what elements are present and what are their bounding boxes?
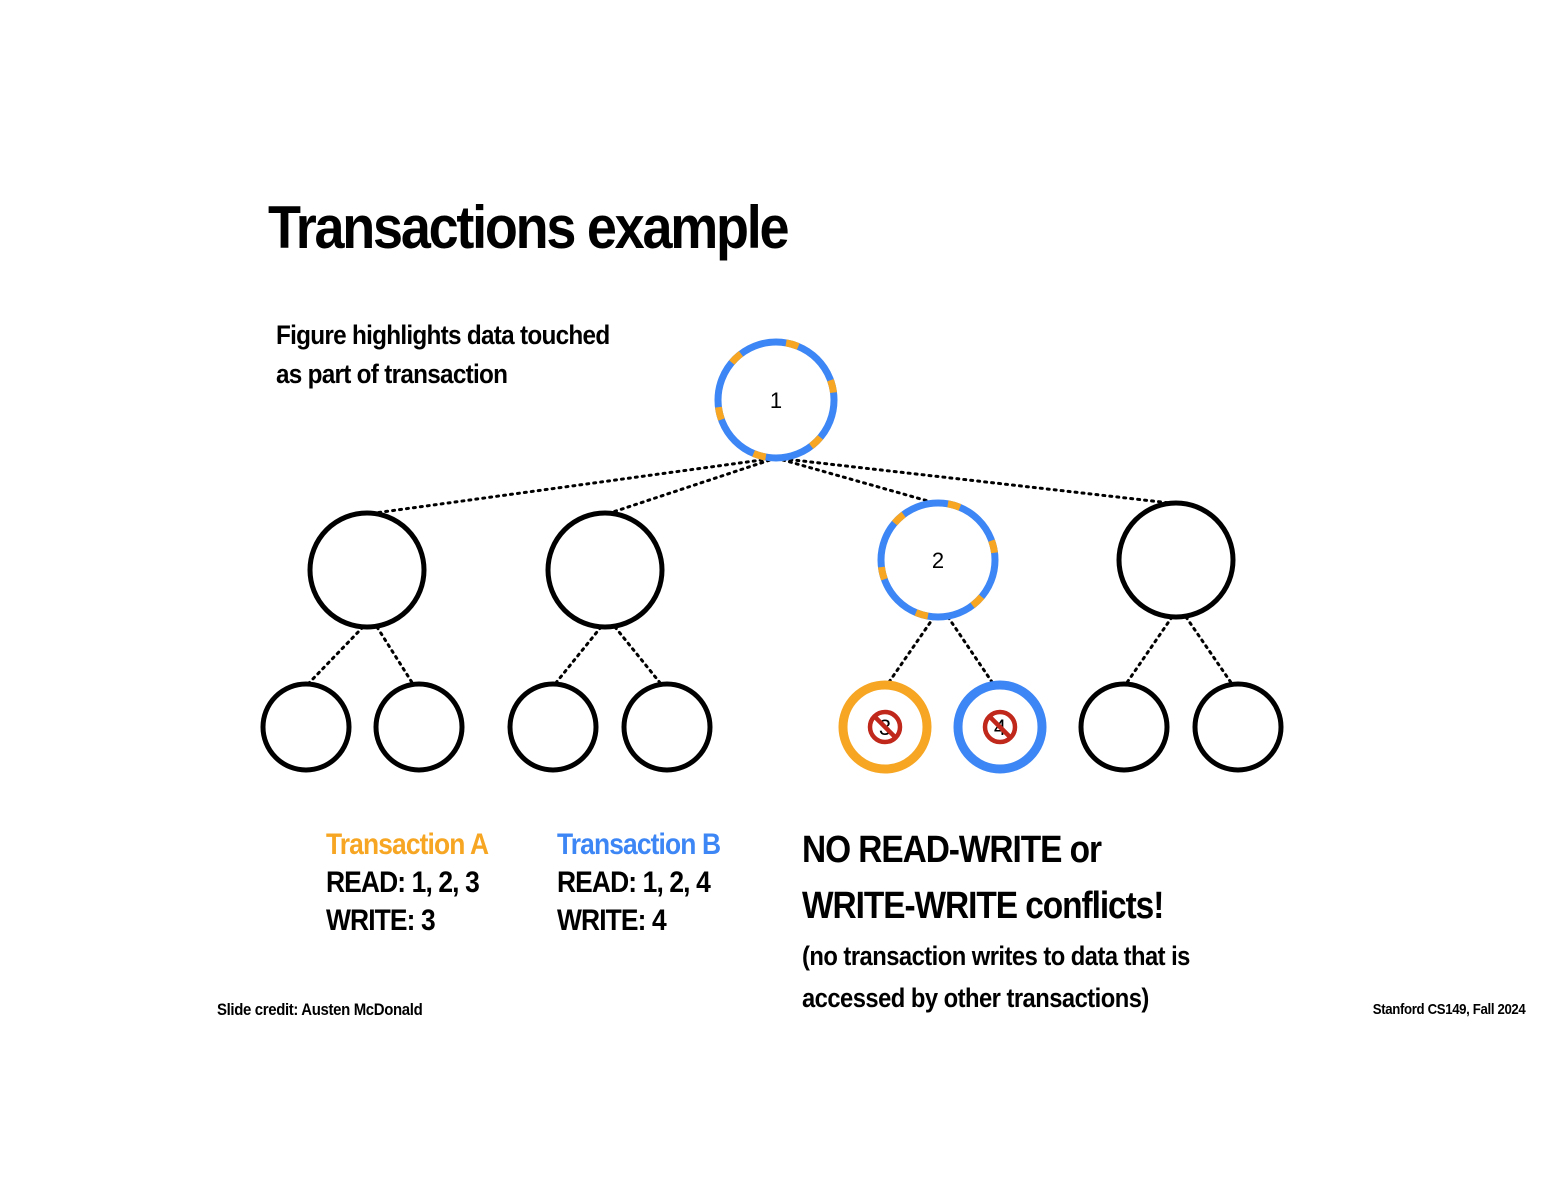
- no-symbol-icon: [867, 709, 903, 745]
- conclusion-line-2: WRITE-WRITE conflicts!: [802, 885, 1164, 927]
- tree-node-leaf-7: [1078, 681, 1170, 773]
- edge-root-to-node-2: [608, 456, 778, 515]
- edge-node-4-to-leaf-7: [1124, 615, 1174, 686]
- intro-line-1: Figure highlights data touched: [276, 320, 610, 350]
- edge-node-3-to-leaf-5: [885, 615, 936, 687]
- transaction-b-block: Transaction B READ: 1, 2, 4 WRITE: 4: [557, 826, 721, 940]
- tree-node-level1-4: [1116, 500, 1236, 620]
- transaction-b-name: Transaction B: [557, 828, 721, 861]
- no-symbol-icon: [982, 709, 1018, 745]
- tree-node-level1-3-label: 2: [932, 548, 944, 573]
- edge-node-2-to-leaf-4: [613, 625, 663, 686]
- edge-root-to-node-3: [774, 456, 937, 505]
- edge-node-1-to-leaf-1: [306, 625, 365, 686]
- intro-line-2: as part of transaction: [276, 359, 508, 389]
- course-label: Stanford CS149, Fall 2024: [1372, 1001, 1525, 1018]
- tree-node-leaf-8: [1192, 681, 1284, 773]
- conclusion-line-1: NO READ-WRITE or: [802, 829, 1102, 871]
- tree-node-leaf-6: 4: [953, 680, 1047, 774]
- tree-node-root-label: 1: [770, 388, 782, 413]
- transaction-a-write: WRITE: 3: [326, 904, 436, 937]
- transaction-a-read: READ: 1, 2, 3: [326, 866, 480, 899]
- tree-node-leaf-3: [507, 681, 599, 773]
- conclusion-sub-2: accessed by other transactions): [802, 983, 1149, 1013]
- tree-nodes: 1 2 34: [260, 338, 1284, 774]
- tree-node-level1-2: [545, 510, 665, 630]
- slide-credit: Slide credit: Austen McDonald: [217, 1000, 423, 1019]
- slide-title: Transactions example: [268, 194, 790, 261]
- tree-node-leaf-5: 3: [838, 680, 932, 774]
- tree-node-leaf-2: [373, 681, 465, 773]
- intro-text: Figure highlights data touched as part o…: [276, 316, 610, 394]
- transaction-b-read: READ: 1, 2, 4: [557, 866, 711, 899]
- edge-node-4-to-leaf-8: [1184, 615, 1234, 686]
- edge-node-3-to-leaf-6: [946, 615, 996, 687]
- edge-node-1-to-leaf-2: [375, 625, 415, 686]
- tree-node-level1-3: 2: [877, 499, 999, 621]
- tree-edges: [306, 456, 1234, 687]
- edge-root-to-node-4: [774, 456, 1172, 505]
- conclusion-sub-1: (no transaction writes to data that is: [802, 941, 1190, 971]
- conclusion-block: NO READ-WRITE or WRITE-WRITE conflicts! …: [802, 822, 1190, 1018]
- tree-node-level1-1: [307, 510, 427, 630]
- tree-node-leaf-1: [260, 681, 352, 773]
- tree-node-leaf-4: [621, 681, 713, 773]
- transaction-a-block: Transaction A READ: 1, 2, 3 WRITE: 3: [326, 826, 489, 940]
- transaction-a-name: Transaction A: [326, 828, 489, 861]
- transaction-b-write: WRITE: 4: [557, 904, 667, 937]
- tree-node-root: 1: [714, 338, 838, 462]
- edge-node-2-to-leaf-3: [553, 625, 603, 686]
- edge-root-to-node-1: [373, 456, 778, 515]
